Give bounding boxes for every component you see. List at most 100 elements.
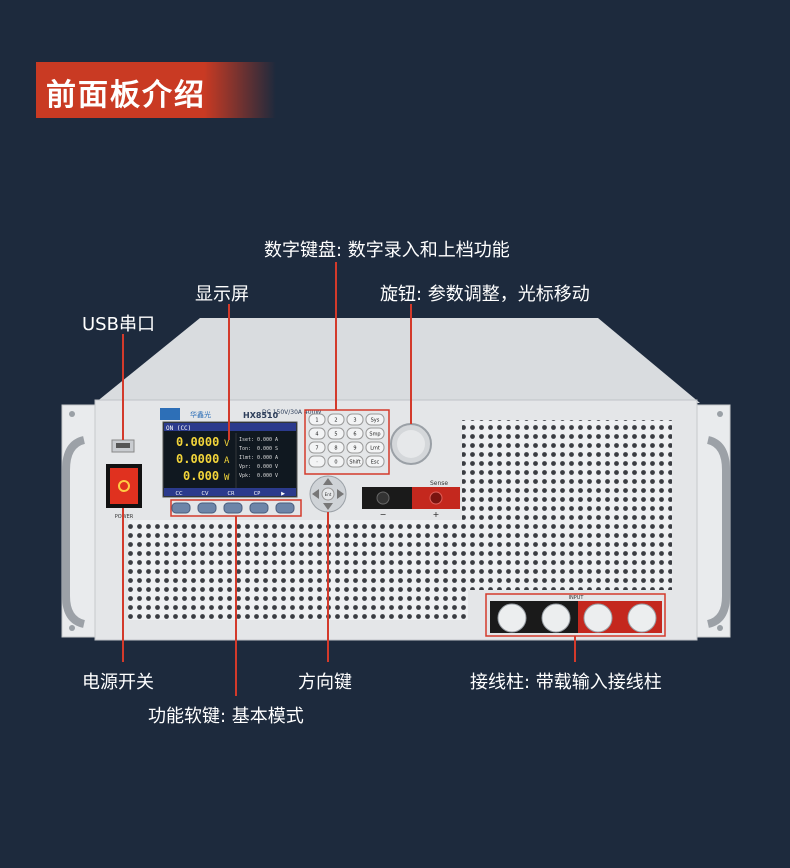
- power-label: POWER: [115, 514, 134, 520]
- svg-text:·: ·: [316, 460, 318, 466]
- brand-logo-icon: [160, 408, 180, 420]
- key-1[interactable]: [308, 413, 326, 426]
- sense-plus-label: +: [433, 510, 440, 519]
- screen-softkey-label-2: CV: [202, 491, 209, 497]
- enter-button[interactable]: [321, 487, 335, 501]
- svg-text:0.000 A: 0.000 A: [257, 455, 278, 461]
- screen-softkey-label-4: CP: [254, 491, 261, 497]
- key-3[interactable]: [346, 413, 364, 426]
- key-esc[interactable]: [365, 455, 385, 468]
- input-terminal-3[interactable]: [583, 603, 613, 633]
- sense-label: Sense: [430, 480, 448, 487]
- svg-text:3: 3: [353, 418, 356, 424]
- svg-text:Shift: Shift: [349, 460, 360, 466]
- terminals-callout-label: 接线柱: 带载输入接线柱: [470, 672, 662, 693]
- svg-text:Vpk:: Vpk:: [239, 473, 251, 479]
- key-7[interactable]: [308, 441, 326, 454]
- softkey-5[interactable]: [275, 502, 295, 514]
- key-6[interactable]: [346, 427, 364, 440]
- svg-text:5: 5: [334, 432, 337, 438]
- power-switch[interactable]: [110, 468, 138, 504]
- svg-text:Vpr:: Vpr:: [239, 464, 251, 470]
- title-banner: [36, 62, 276, 118]
- input-terminal-2[interactable]: [541, 603, 571, 633]
- input-label: INPUT: [569, 595, 585, 601]
- display-callout-label: 显示屏: [195, 284, 249, 305]
- readout-voltage: 0.0000: [176, 435, 219, 449]
- sense-minus-label: −: [380, 510, 387, 519]
- vent-grid-lower: [128, 520, 468, 620]
- svg-text:1: 1: [315, 418, 318, 424]
- softkey-3[interactable]: [223, 502, 243, 514]
- svg-text:9: 9: [353, 446, 356, 452]
- svg-text:8: 8: [334, 446, 337, 452]
- screen-softkey-label-5: ▶: [281, 491, 285, 497]
- readout-power: 0.000: [183, 469, 219, 483]
- svg-text:0.000 V: 0.000 V: [257, 464, 278, 470]
- model-name: HX8510: [243, 411, 279, 420]
- arrow-right-button[interactable]: [337, 489, 344, 499]
- key-8[interactable]: [327, 441, 345, 454]
- vent-grid-upper: [462, 420, 672, 590]
- input-terminal-4[interactable]: [627, 603, 657, 633]
- svg-text:7: 7: [315, 446, 318, 452]
- screen-softkey-label-1: CC: [176, 491, 183, 497]
- enter-label: Ent: [325, 492, 332, 497]
- knob-callout-label: 旋钮: 参数调整，光标移动: [380, 284, 590, 305]
- chassis-top: [95, 318, 700, 403]
- keypad: 1 2 3 Sys 4 5 6 Smp 7 8 9 Lmt · 0 Shift …: [308, 413, 385, 468]
- brand-name: 华鑫光: [190, 410, 211, 419]
- spec-text: DC 150V/30A 400W: [262, 409, 321, 416]
- svg-text:4: 4: [315, 432, 318, 438]
- svg-text:Iset:: Iset:: [239, 437, 254, 443]
- svg-text:Ton:: Ton:: [239, 446, 251, 452]
- handle-right: [706, 436, 730, 628]
- key-smp[interactable]: [365, 427, 385, 440]
- softkey-1[interactable]: [171, 502, 191, 514]
- svg-text:2: 2: [334, 418, 337, 424]
- key-shift[interactable]: [346, 455, 364, 468]
- svg-text:0.000 V: 0.000 V: [257, 473, 278, 479]
- svg-text:6: 6: [353, 432, 356, 438]
- svg-text:Smp: Smp: [369, 432, 380, 438]
- input-terminal-1[interactable]: [497, 603, 527, 633]
- key-sys[interactable]: [365, 413, 385, 426]
- readout-voltage-unit: V: [224, 439, 230, 449]
- key-lmt[interactable]: [365, 441, 385, 454]
- key-9[interactable]: [346, 441, 364, 454]
- arrow-left-button[interactable]: [312, 489, 319, 499]
- callout-lines: [122, 262, 576, 696]
- svg-text:Lmt: Lmt: [370, 446, 380, 452]
- keypad-callout-label: 数字键盘: 数字录入和上档功能: [264, 240, 510, 261]
- key-4[interactable]: [308, 427, 326, 440]
- svg-text:0: 0: [334, 460, 337, 466]
- key-2[interactable]: [327, 413, 345, 426]
- usb-callout-label: USB串口: [82, 314, 155, 335]
- arrow-down-button[interactable]: [323, 503, 333, 510]
- svg-text:Ilmt:: Ilmt:: [239, 455, 254, 461]
- key-0[interactable]: [327, 455, 345, 468]
- arrow-up-button[interactable]: [323, 478, 333, 485]
- key-5[interactable]: [327, 427, 345, 440]
- page-title: 前面板介绍: [46, 78, 206, 113]
- keypad-highlight: [304, 409, 390, 475]
- svg-text:0.000 S: 0.000 S: [257, 446, 278, 452]
- readout-current-unit: A: [224, 456, 230, 466]
- svg-text:Esc: Esc: [371, 460, 380, 466]
- sense-negative-terminal[interactable]: [376, 491, 390, 505]
- softkeys-callout-label: 功能软键: 基本模式: [148, 706, 304, 727]
- readout-power-unit: W: [224, 473, 230, 483]
- arrows-callout-label: 方向键: [298, 672, 352, 693]
- handle-left: [62, 436, 86, 628]
- power-callout-label: 电源开关: [82, 672, 154, 693]
- softkey-4[interactable]: [249, 502, 269, 514]
- display-side-rows: Iset: 0.000 A Ton: 0.000 S Ilmt: 0.000 A…: [239, 437, 278, 479]
- readout-current: 0.0000: [176, 452, 219, 466]
- sense-positive-terminal[interactable]: [429, 491, 443, 505]
- key-dot[interactable]: [308, 455, 326, 468]
- svg-text:Sys: Sys: [371, 418, 380, 424]
- svg-text:0.000 A: 0.000 A: [257, 437, 278, 443]
- screen-softkey-label-3: CR: [228, 491, 235, 497]
- softkey-2[interactable]: [197, 502, 217, 514]
